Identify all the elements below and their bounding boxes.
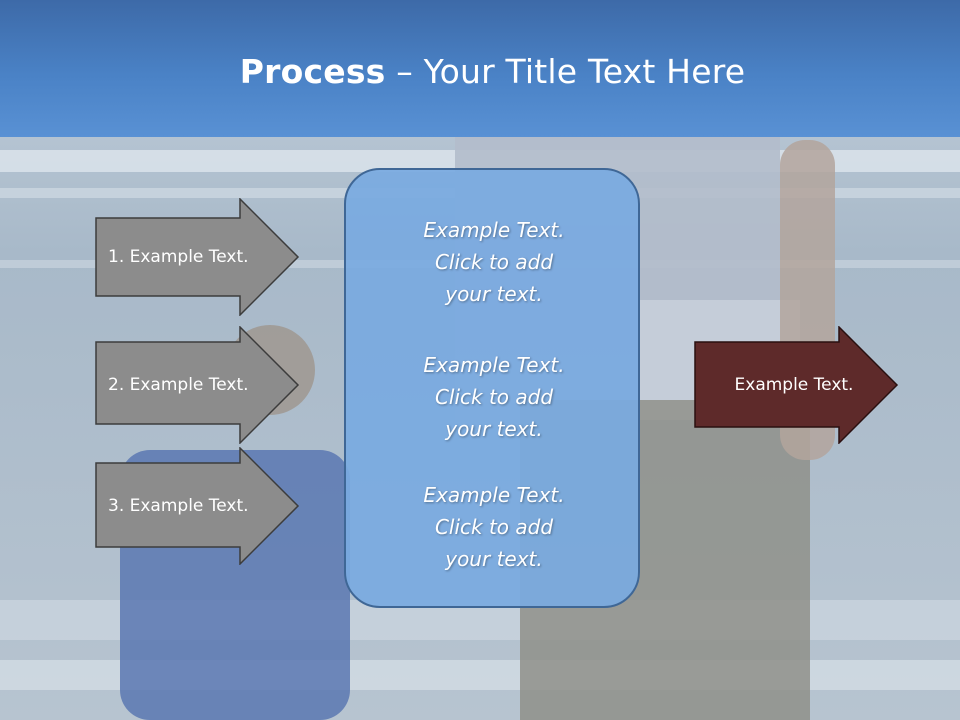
arrow-right-shape-icon (95, 326, 300, 444)
left-arrow-3-label: 3. Example Text. (108, 496, 249, 516)
title-bold-part: Process (239, 52, 386, 91)
right-arrow[interactable]: Example Text. (694, 326, 899, 444)
center-text-box[interactable]: Example Text. Click to add your text. Ex… (344, 168, 640, 608)
paragraph-line: your text. (445, 547, 543, 571)
arrow-right-shape-icon (694, 326, 899, 444)
paragraph-line: your text. (445, 282, 543, 306)
arrow-right-shape-icon (95, 447, 300, 565)
paragraph-line: your text. (445, 417, 543, 441)
paragraph-line: Click to add (434, 250, 554, 274)
slide-title[interactable]: Process – Your Title Text Here (0, 52, 960, 91)
paragraph-line: Example Text. (423, 218, 565, 242)
left-arrow-2[interactable]: 2. Example Text. (95, 326, 300, 444)
center-paragraph-1: Example Text. Click to add your text. (346, 214, 642, 310)
right-arrow-label: Example Text. (734, 375, 854, 395)
center-paragraph-2: Example Text. Click to add your text. (346, 349, 642, 445)
left-arrow-3[interactable]: 3. Example Text. (95, 447, 300, 565)
left-arrow-1[interactable]: 1. Example Text. (95, 198, 300, 316)
title-rest-part: – Your Title Text Here (385, 52, 746, 91)
paragraph-line: Example Text. (423, 483, 565, 507)
left-arrow-2-label: 2. Example Text. (108, 375, 249, 395)
header-band (0, 0, 960, 137)
paragraph-line: Example Text. (423, 353, 565, 377)
paragraph-line: Click to add (434, 515, 554, 539)
left-arrow-1-label: 1. Example Text. (108, 247, 249, 267)
arrow-right-shape-icon (95, 198, 300, 316)
paragraph-line: Click to add (434, 385, 554, 409)
center-paragraph-3: Example Text. Click to add your text. (346, 479, 642, 575)
